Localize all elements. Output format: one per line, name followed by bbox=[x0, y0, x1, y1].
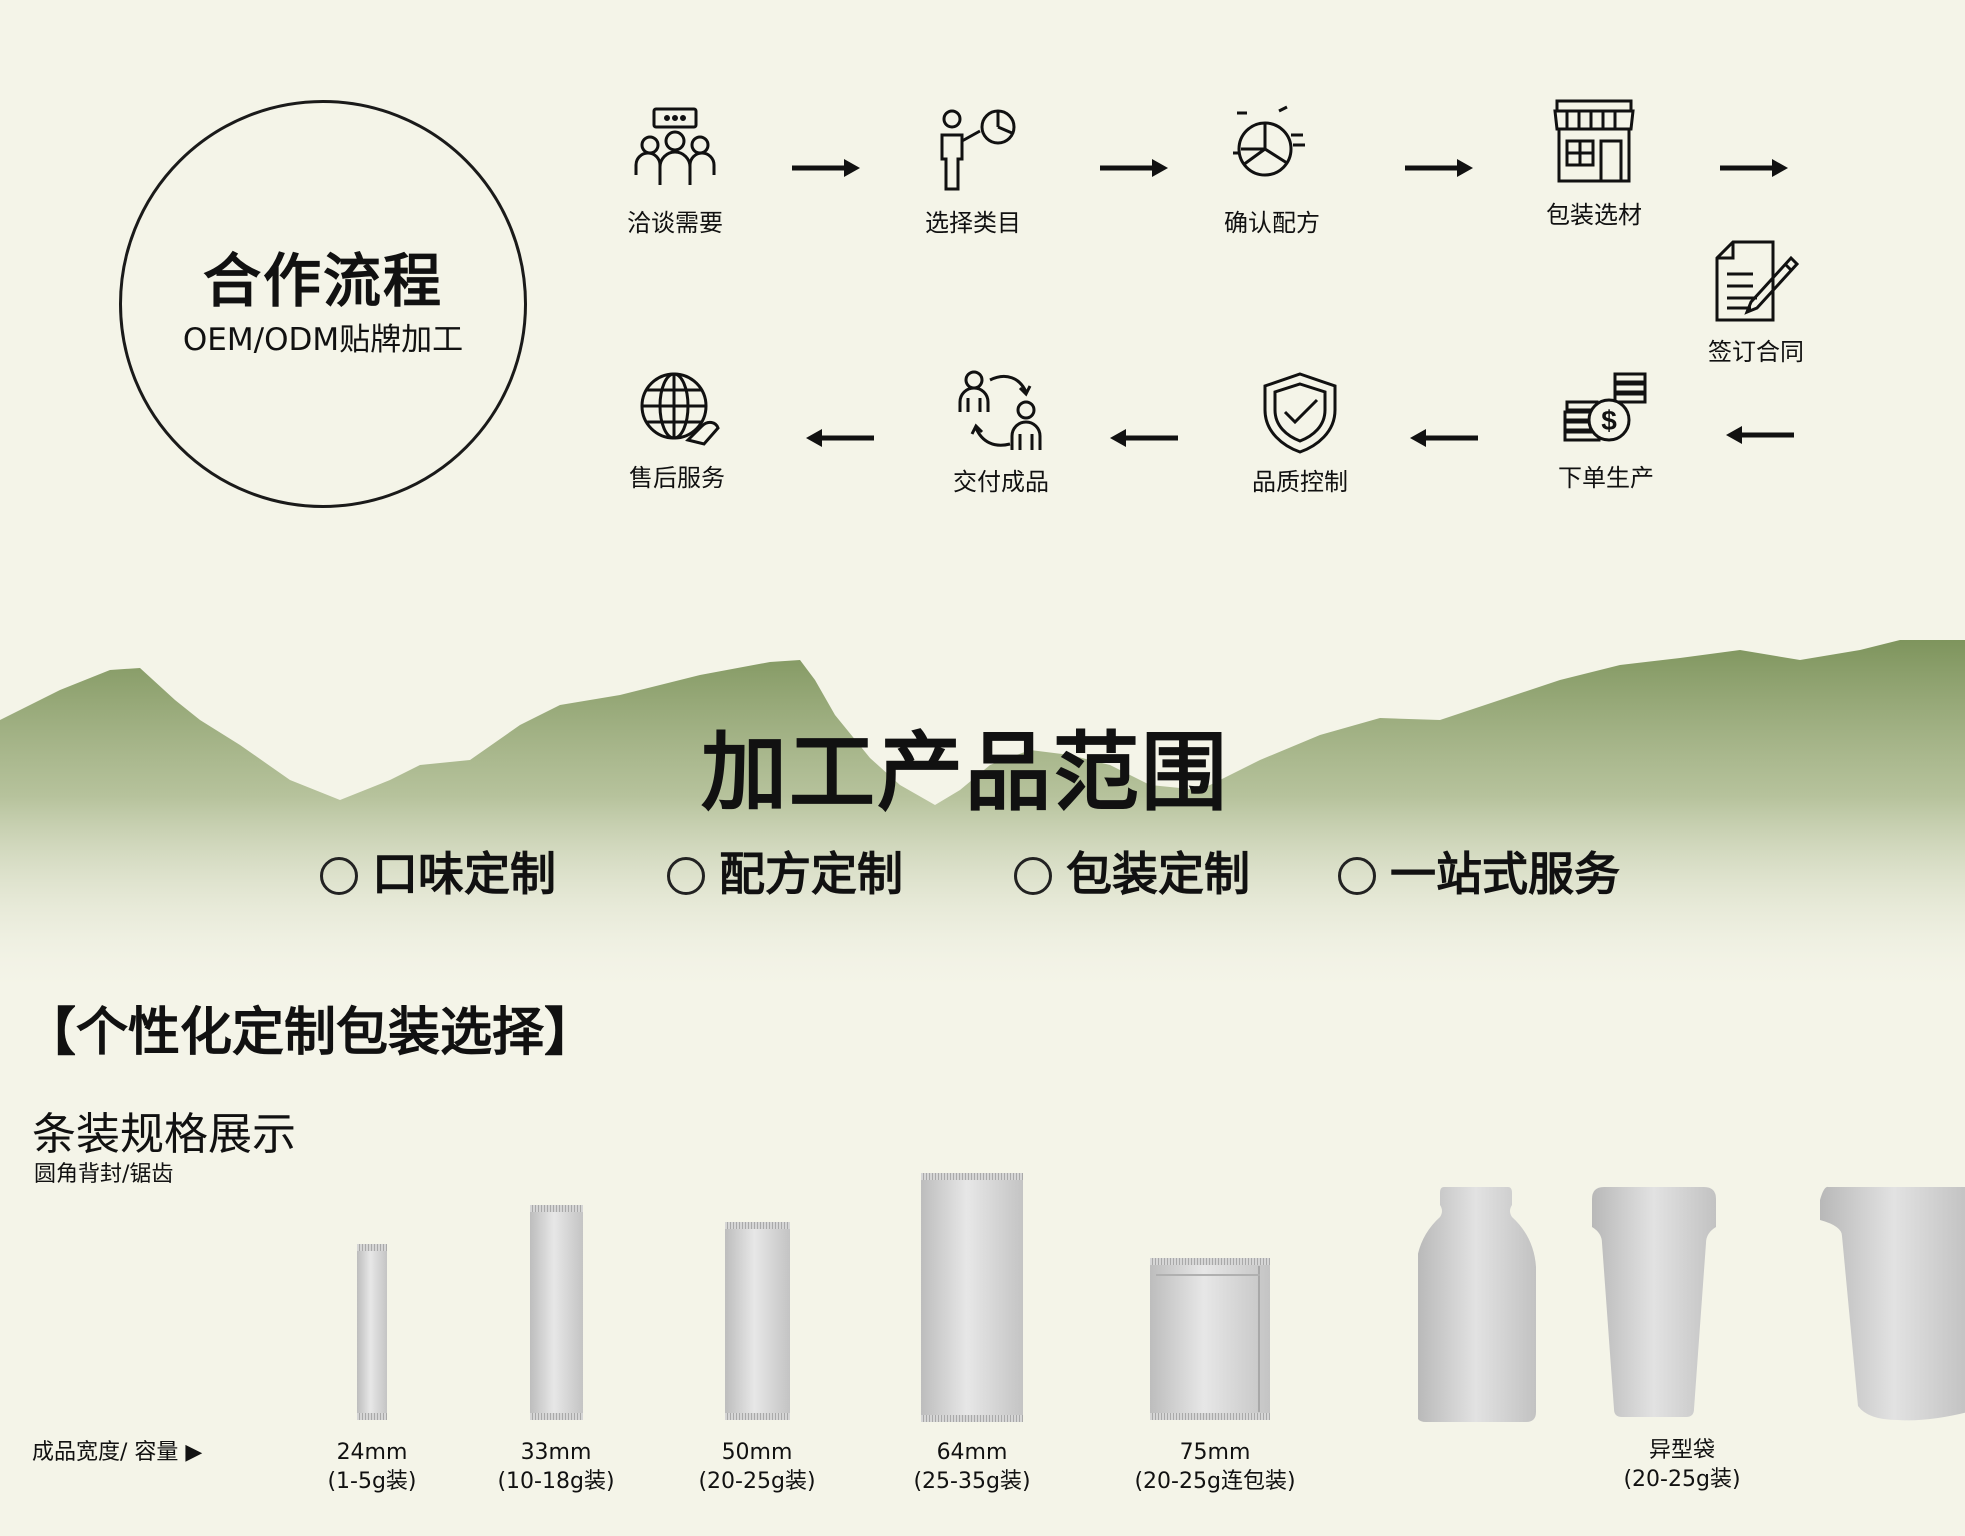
circle-icon bbox=[667, 857, 705, 895]
step-label: 下单生产 bbox=[1558, 464, 1654, 492]
step-order-production: $ 下单生产 bbox=[1506, 370, 1706, 493]
arrow-right-icon bbox=[792, 159, 860, 177]
shield-check-icon bbox=[1263, 372, 1337, 454]
scope-item-label: 一站式服务 bbox=[1390, 847, 1620, 901]
step-label: 确认配方 bbox=[1224, 209, 1320, 237]
circle-icon bbox=[320, 857, 358, 895]
scope-title: 加工产品范围 bbox=[701, 723, 1229, 823]
coins-dollar-icon: $ bbox=[1563, 372, 1647, 442]
bottle-bag bbox=[1418, 1187, 1536, 1422]
step-select-category: 选择类目 bbox=[873, 105, 1073, 238]
pkg-capacity: (20-25g装) bbox=[1623, 1467, 1741, 1492]
step-label: 洽谈需要 bbox=[627, 209, 723, 237]
step-sign-contract: 签订合同 bbox=[1656, 238, 1856, 367]
step-label: 选择类目 bbox=[925, 209, 1021, 237]
cup-bag-partial bbox=[1820, 1186, 1965, 1421]
stick-pack-64mm bbox=[921, 1173, 1023, 1422]
scope-item-packaging: 包装定制 bbox=[1014, 838, 1250, 904]
circle-icon bbox=[1338, 857, 1376, 895]
stick-pack-50mm bbox=[725, 1222, 790, 1420]
spec-title: 条装规格展示 bbox=[32, 1109, 296, 1160]
pkg-capacity: (20-25g连包装) bbox=[1134, 1469, 1296, 1494]
special-shaped-bags bbox=[1418, 1186, 1965, 1422]
meeting-people-icon bbox=[634, 107, 716, 185]
svg-text:$: $ bbox=[1601, 405, 1617, 436]
seal-line bbox=[1156, 1274, 1260, 1276]
scope-item-one-stop: 一站式服务 bbox=[1338, 838, 1620, 904]
arrow-left-icon bbox=[806, 429, 874, 447]
pkg-width: 50mm bbox=[721, 1440, 793, 1465]
step-label: 包装选材 bbox=[1546, 201, 1642, 229]
stick-pack-33mm bbox=[530, 1205, 583, 1420]
step-label: 售后服务 bbox=[629, 464, 725, 492]
pkg-capacity: (20-25g装) bbox=[698, 1469, 816, 1494]
scope-item-label: 口味定制 bbox=[372, 847, 556, 901]
pkg-width: 24mm bbox=[336, 1440, 408, 1465]
pkg-capacity: (25-35g装) bbox=[913, 1469, 1031, 1494]
scope-item-label: 配方定制 bbox=[719, 847, 903, 901]
scope-item-flavor: 口味定制 bbox=[320, 838, 556, 904]
arrow-left-icon bbox=[1110, 429, 1178, 447]
pkg-width: 64mm bbox=[936, 1440, 1008, 1465]
arrow-right-icon bbox=[1720, 159, 1788, 177]
step-confirm-formula: 确认配方 bbox=[1172, 105, 1372, 238]
stick-pack-24mm bbox=[357, 1244, 387, 1420]
pkg-width: 75mm bbox=[1179, 1440, 1251, 1465]
globe-hand-icon bbox=[640, 372, 720, 446]
arrow-left-icon bbox=[1410, 429, 1478, 447]
presenter-chart-icon bbox=[940, 109, 1016, 191]
step-packaging-material: 包装选材 bbox=[1494, 97, 1694, 230]
stick-pack-75mm bbox=[1150, 1258, 1270, 1420]
step-label: 交付成品 bbox=[953, 468, 1049, 496]
contract-sign-icon bbox=[1715, 240, 1800, 322]
seal-line bbox=[1258, 1266, 1260, 1412]
pkg-capacity: (10-18g装) bbox=[497, 1469, 615, 1494]
step-label: 签订合同 bbox=[1708, 338, 1804, 366]
pkg-label-24mm: 24mm (1-5g装) bbox=[300, 1438, 444, 1496]
pkg-width: 33mm bbox=[520, 1440, 592, 1465]
pkg-label-75mm: 75mm (20-25g连包装) bbox=[1110, 1438, 1320, 1496]
pkg-capacity: (1-5g装) bbox=[327, 1469, 417, 1494]
arrow-right-icon bbox=[1405, 159, 1473, 177]
pkg-label-33mm: 33mm (10-18g装) bbox=[476, 1438, 636, 1496]
cooperation-title: 合作流程 bbox=[202, 247, 443, 315]
size-capacity-label: 成品宽度/ 容量 ▶ bbox=[32, 1440, 203, 1465]
packaging-section-title: 【个性化定制包装选择】 bbox=[24, 1003, 597, 1063]
scope-item-label: 包装定制 bbox=[1066, 847, 1250, 901]
mountain-background bbox=[0, 640, 1965, 1000]
spec-note: 圆角背封/锯齿 bbox=[34, 1162, 174, 1187]
pkg-label-special: 异型袋 (20-25g装) bbox=[1600, 1436, 1764, 1494]
pkg-label-50mm: 50mm (20-25g装) bbox=[677, 1438, 837, 1496]
circle-icon bbox=[1014, 857, 1052, 895]
title-circle bbox=[119, 100, 527, 508]
step-negotiate: 洽谈需要 bbox=[575, 105, 775, 238]
scope-item-formula: 配方定制 bbox=[667, 838, 903, 904]
arrow-right-icon bbox=[1100, 159, 1168, 177]
pkg-label-64mm: 64mm (25-35g装) bbox=[891, 1438, 1053, 1496]
arrow-left-icon bbox=[1726, 426, 1794, 444]
pkg-width: 异型袋 bbox=[1648, 1438, 1715, 1463]
step-after-sales: 售后服务 bbox=[577, 370, 777, 493]
step-deliver-product: 交付成品 bbox=[901, 368, 1101, 497]
step-label: 品质控制 bbox=[1252, 468, 1348, 496]
step-quality-control: 品质控制 bbox=[1200, 370, 1400, 497]
shop-icon bbox=[1553, 99, 1635, 183]
cup-bag bbox=[1592, 1187, 1716, 1417]
exchange-people-icon bbox=[958, 370, 1042, 450]
cooperation-subtitle: OEM/ODM贴牌加工 bbox=[182, 322, 464, 358]
pie-chart-icon bbox=[1233, 105, 1305, 177]
